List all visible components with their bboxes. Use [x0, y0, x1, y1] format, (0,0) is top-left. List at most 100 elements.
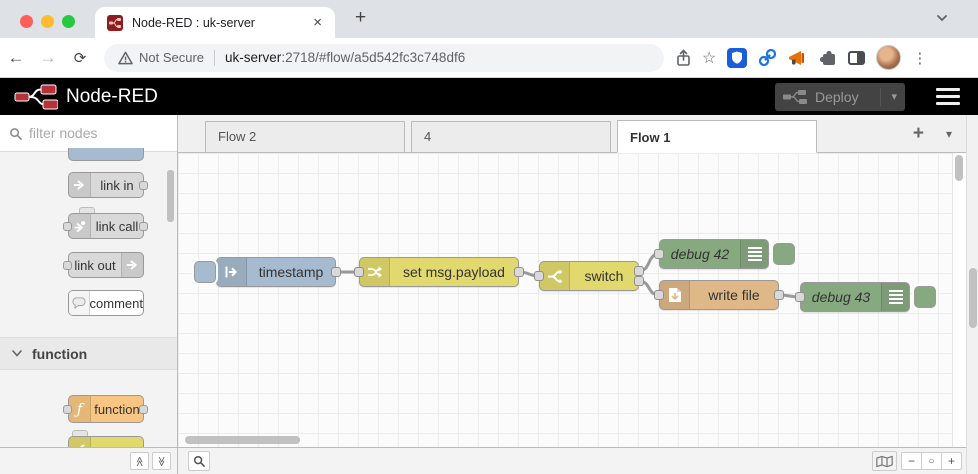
node-palette: filter nodes link in link call — [0, 115, 178, 447]
zoom-reset-button[interactable]: ○ — [921, 452, 942, 470]
tab-flow-4[interactable]: 4 — [411, 121, 611, 152]
palette-port — [63, 405, 72, 414]
palette-node-label: link in — [100, 177, 134, 193]
address-bar[interactable]: Not Secure uk-server:2718/#flow/a5d542fc… — [104, 43, 664, 72]
deploy-caret-icon[interactable]: ▾ — [880, 88, 897, 106]
palette-node-comment[interactable]: comment — [68, 290, 144, 316]
deploy-nodes-icon — [783, 90, 807, 104]
debug-output-icon — [740, 240, 768, 268]
output-port-2[interactable] — [634, 276, 644, 286]
palette-node-link-out[interactable]: link out — [68, 252, 144, 278]
flow-canvas[interactable]: timestamp set msg.payload — [178, 153, 966, 447]
inject-button[interactable] — [194, 261, 216, 283]
node-label: debug 43 — [811, 289, 871, 305]
link-extension-icon[interactable] — [758, 48, 777, 67]
input-port[interactable] — [354, 267, 364, 277]
navigator-map-button[interactable] — [872, 451, 897, 471]
flow-node-change[interactable]: set msg.payload — [359, 257, 519, 287]
flow-node-debug-42[interactable]: debug 42 — [659, 239, 769, 269]
browser-menu-icon[interactable]: ⋮ — [912, 49, 928, 67]
minimize-window-button[interactable] — [41, 15, 54, 28]
canvas-vscrollbar-thumb[interactable] — [955, 155, 963, 181]
palette-node-link-call[interactable]: link call — [68, 213, 144, 239]
bitwarden-extension-icon[interactable] — [727, 47, 748, 68]
extensions-puzzle-icon[interactable] — [819, 49, 837, 67]
url-path: :2718/#flow/a5d542fc3c748df6 — [281, 50, 466, 65]
palette-search-input[interactable]: filter nodes — [0, 115, 177, 152]
tab-flow-2[interactable]: Flow 2 — [205, 121, 405, 152]
flow-node-inject[interactable]: timestamp — [216, 257, 336, 287]
palette-scrollbar-thumb[interactable] — [167, 170, 174, 222]
palette-node-function[interactable]: ƒ function — [68, 395, 144, 423]
search-placeholder: filter nodes — [29, 125, 98, 141]
link-in-icon — [69, 173, 91, 197]
back-icon[interactable]: ← — [7, 47, 25, 67]
output-port[interactable] — [331, 267, 341, 277]
flow-node-write-file[interactable]: write file — [659, 280, 779, 310]
palette-category-function[interactable]: function — [0, 337, 177, 370]
debug-toggle-button[interactable] — [914, 286, 936, 308]
browser-tab-strip: Node-RED : uk-server × + — [0, 0, 978, 38]
flow-node-debug-43[interactable]: debug 43 — [800, 282, 910, 312]
debug-toggle-button[interactable] — [773, 243, 795, 265]
node-label: switch — [584, 268, 624, 284]
main-area: filter nodes link in link call — [0, 115, 978, 447]
address-bar-row: ← → ⟳ Not Secure uk-server:2718/#flow/a5… — [0, 38, 978, 78]
megaphone-extension-icon[interactable] — [788, 50, 808, 66]
page-scrollbar-thumb[interactable] — [969, 268, 977, 328]
palette-node-peek — [79, 207, 95, 213]
new-tab-button[interactable]: + — [355, 7, 367, 28]
link-out-icon — [121, 253, 143, 277]
output-port-1[interactable] — [634, 266, 644, 276]
tab-search-chevron-icon[interactable] — [936, 14, 948, 22]
page-scrollbar-track[interactable] — [966, 115, 978, 474]
bookmark-star-icon[interactable]: ☆ — [702, 49, 717, 67]
palette-port — [63, 222, 72, 231]
browser-tab[interactable]: Node-RED : uk-server × — [95, 7, 335, 38]
input-port[interactable] — [654, 249, 664, 259]
add-flow-button[interactable]: + — [912, 123, 924, 144]
collapse-all-button[interactable]: ≪ — [130, 452, 149, 470]
input-port[interactable] — [534, 271, 544, 281]
expand-all-button[interactable]: ≫ — [152, 452, 171, 470]
chevron-down-icon — [12, 350, 22, 357]
url-host: uk-server — [225, 50, 282, 65]
input-port[interactable] — [654, 290, 664, 300]
forward-icon[interactable]: → — [39, 47, 57, 67]
main-menu-icon[interactable] — [936, 88, 960, 105]
profile-avatar[interactable] — [876, 45, 902, 70]
close-window-button[interactable] — [20, 15, 33, 28]
security-label: Not Secure — [139, 50, 205, 65]
palette-node-label: link out — [74, 257, 116, 273]
tab-flow-1[interactable]: Flow 1 — [617, 120, 817, 153]
app-title: Node-RED — [66, 85, 158, 107]
flow-list-caret-icon[interactable]: ▾ — [945, 127, 952, 141]
reload-icon[interactable]: ⟳ — [73, 49, 87, 67]
palette-node-link-in[interactable]: link in — [68, 172, 144, 198]
zoom-out-button[interactable]: − — [901, 452, 922, 470]
canvas-search-button[interactable] — [188, 451, 210, 471]
share-icon[interactable] — [676, 48, 691, 67]
map-icon — [876, 455, 893, 467]
search-icon — [193, 455, 205, 467]
palette-node-switch[interactable] — [68, 436, 144, 447]
link-call-icon — [69, 214, 91, 238]
canvas-vscrollbar-track[interactable] — [952, 153, 966, 447]
input-port[interactable] — [795, 292, 805, 302]
palette-node-partial[interactable] — [68, 148, 144, 161]
output-port[interactable] — [514, 267, 524, 277]
zoom-in-button[interactable]: + — [941, 452, 962, 470]
canvas-footer: − ○ + — [178, 448, 966, 474]
tab-close-icon[interactable]: × — [313, 14, 322, 31]
side-panel-icon[interactable] — [848, 50, 866, 65]
node-label: timestamp — [258, 264, 324, 280]
canvas-hscrollbar-thumb[interactable] — [185, 436, 300, 444]
output-port[interactable] — [774, 290, 784, 300]
node-label: write file — [708, 287, 760, 303]
deploy-button[interactable]: Deploy ▾ — [775, 83, 905, 111]
flow-node-switch[interactable]: switch — [539, 261, 639, 291]
palette-node-label: comment — [89, 295, 143, 311]
fullscreen-window-button[interactable] — [62, 15, 75, 28]
switch-icon — [69, 437, 91, 447]
